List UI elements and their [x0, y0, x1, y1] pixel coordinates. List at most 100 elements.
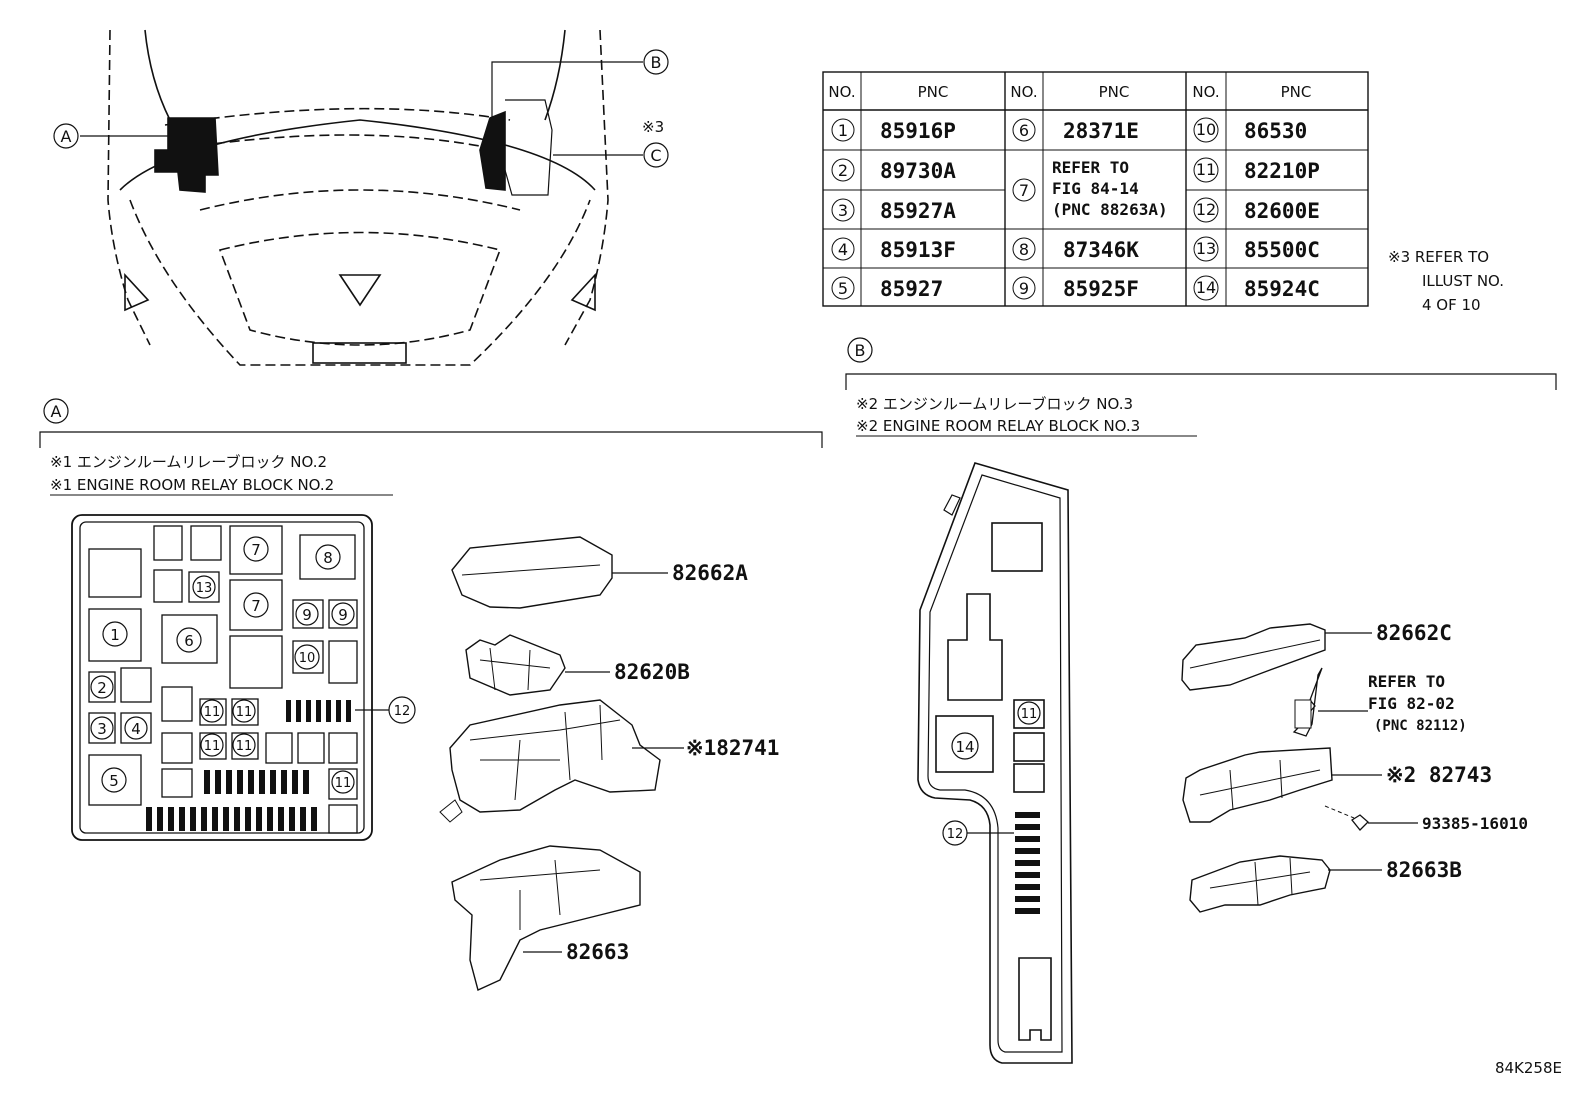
svg-text:ILLUST NO.: ILLUST NO.	[1422, 272, 1504, 290]
table-row: 4 85913F	[831, 237, 956, 262]
pnc-table: NO. PNC NO. PNC NO. PNC 1 85916P 2 89730…	[822, 71, 1369, 307]
table-row: 11 82210P	[1193, 157, 1320, 183]
svg-text:8: 8	[1019, 240, 1029, 259]
callout-b: B	[491, 49, 669, 118]
table-row: 8 87346K	[1012, 237, 1139, 262]
svg-text:6: 6	[1019, 121, 1029, 140]
svg-text:7: 7	[251, 597, 261, 615]
svg-text:82663B: 82663B	[1386, 858, 1462, 882]
svg-text:6: 6	[184, 632, 194, 650]
svg-text:82600E: 82600E	[1244, 199, 1320, 223]
svg-text:C: C	[650, 146, 661, 165]
part-connector-refer: REFER TO FIG 82-02 (PNC 82112)	[1292, 667, 1467, 737]
table-row: 2 89730A	[831, 158, 956, 183]
svg-text:REFER TO: REFER TO	[1368, 672, 1445, 691]
header-pnc-1: PNC	[918, 83, 949, 101]
layout-a-marker-labels: 1 2 3 4 5 6 7 7 8 9 9 10 11 11 11 11 11 …	[97, 541, 410, 791]
svg-text:4: 4	[131, 720, 141, 738]
section-a-title-jp: ※1 エンジンルームリレーブロック NO.2	[50, 453, 327, 471]
relay-block-b-layout	[917, 462, 1073, 1064]
svg-text:85500C: 85500C	[1244, 238, 1320, 262]
svg-text:10: 10	[299, 651, 316, 666]
svg-text:※182741: ※182741	[686, 736, 779, 760]
svg-text:A: A	[61, 127, 72, 146]
svg-text:28371E: 28371E	[1063, 119, 1139, 143]
section-b-title-en: ※2 ENGINE ROOM RELAY BLOCK NO.3	[856, 417, 1140, 435]
section-a-title-en: ※1 ENGINE ROOM RELAY BLOCK NO.2	[50, 476, 334, 494]
svg-text:4 OF 10: 4 OF 10	[1422, 296, 1481, 314]
svg-text:11: 11	[236, 739, 253, 754]
part-cover-82662c: 82662C	[1181, 621, 1452, 691]
figure-code: 84K258E	[1495, 1059, 1562, 1077]
table-row: 14 85924C	[1193, 275, 1320, 301]
svg-text:86530: 86530	[1244, 119, 1307, 143]
svg-text:12: 12	[947, 827, 964, 842]
header-pnc-3: PNC	[1281, 83, 1312, 101]
svg-text:1: 1	[110, 626, 120, 644]
svg-text:3: 3	[97, 720, 107, 738]
svg-text:87346K: 87346K	[1063, 238, 1139, 262]
part-bracket-82663b: 82663B	[1189, 855, 1462, 913]
part-bracket-82663: 82663	[451, 845, 641, 991]
fuse-stripes-b	[1015, 812, 1040, 914]
table-row: 10 86530	[1193, 117, 1307, 143]
svg-text:85913F: 85913F	[880, 238, 956, 262]
part-cover-82662a: 82662A	[451, 536, 748, 609]
svg-text:1: 1	[838, 121, 848, 140]
callout-c: C ※3	[553, 118, 669, 168]
layout-b-marker-labels: 11 14 12	[947, 707, 1038, 842]
header-no-3: NO.	[1192, 83, 1219, 101]
svg-text:11: 11	[335, 776, 352, 791]
svg-text:89730A: 89730A	[880, 159, 956, 183]
header-no-2: NO.	[1010, 83, 1037, 101]
svg-text:93385-16010: 93385-16010	[1422, 814, 1528, 833]
svg-text:FIG 82-02: FIG 82-02	[1368, 694, 1455, 713]
svg-text:14: 14	[955, 738, 974, 756]
svg-text:85925F: 85925F	[1063, 277, 1139, 301]
table-row: 5 85927	[831, 276, 943, 301]
section-a-letter: A	[51, 402, 62, 421]
svg-text:FIG 84-14: FIG 84-14	[1052, 179, 1139, 198]
svg-text:2: 2	[97, 679, 107, 697]
header-pnc-2: PNC	[1099, 83, 1130, 101]
svg-text:5: 5	[838, 279, 848, 298]
svg-text:12: 12	[1196, 200, 1216, 219]
svg-text:7: 7	[251, 541, 261, 559]
table-row: 13 85500C	[1193, 236, 1320, 262]
vehicle-overview	[107, 29, 609, 366]
svg-text:85924C: 85924C	[1244, 277, 1320, 301]
svg-text:85927A: 85927A	[880, 199, 956, 223]
svg-text:82662A: 82662A	[672, 561, 748, 585]
svg-text:11: 11	[204, 739, 221, 754]
svg-text:82662C: 82662C	[1376, 621, 1452, 645]
svg-text:9: 9	[1019, 279, 1029, 298]
part-block-82741: ※182741	[439, 699, 779, 823]
layout-a-markers	[90, 536, 416, 794]
section-b-title-jp: ※2 エンジンルームリレーブロック NO.3	[856, 395, 1133, 413]
relay-block-a-layout	[71, 514, 373, 841]
svg-text:11: 11	[1021, 707, 1038, 722]
svg-text:13: 13	[1196, 239, 1216, 258]
part-block-82743: ※2 82743	[1182, 747, 1492, 823]
svg-text:REFER TO: REFER TO	[1052, 158, 1129, 177]
svg-text:7: 7	[1019, 181, 1029, 200]
svg-text:13: 13	[196, 581, 213, 596]
svg-text:2: 2	[838, 161, 848, 180]
svg-text:※3 REFER TO: ※3 REFER TO	[1388, 248, 1489, 266]
svg-text:9: 9	[302, 606, 312, 624]
svg-text:4: 4	[838, 240, 848, 259]
section-a: A ※1 エンジンルームリレーブロック NO.2 ※1 ENGINE ROOM …	[39, 398, 823, 991]
header-no-1: NO.	[828, 83, 855, 101]
svg-text:(PNC 82112): (PNC 82112)	[1374, 718, 1467, 734]
part-holder-82620b: 82620B	[465, 634, 690, 696]
svg-text:82210P: 82210P	[1244, 159, 1320, 183]
svg-text:10: 10	[1196, 120, 1216, 139]
svg-text:B: B	[651, 53, 662, 72]
svg-text:11: 11	[236, 705, 253, 720]
note3-mark: ※3	[642, 118, 664, 136]
section-b-letter: B	[855, 341, 866, 360]
svg-text:※2 82743: ※2 82743	[1386, 763, 1492, 787]
table-row: 3 85927A	[831, 198, 956, 223]
part-bolt-93385: 93385-16010	[1324, 805, 1528, 833]
